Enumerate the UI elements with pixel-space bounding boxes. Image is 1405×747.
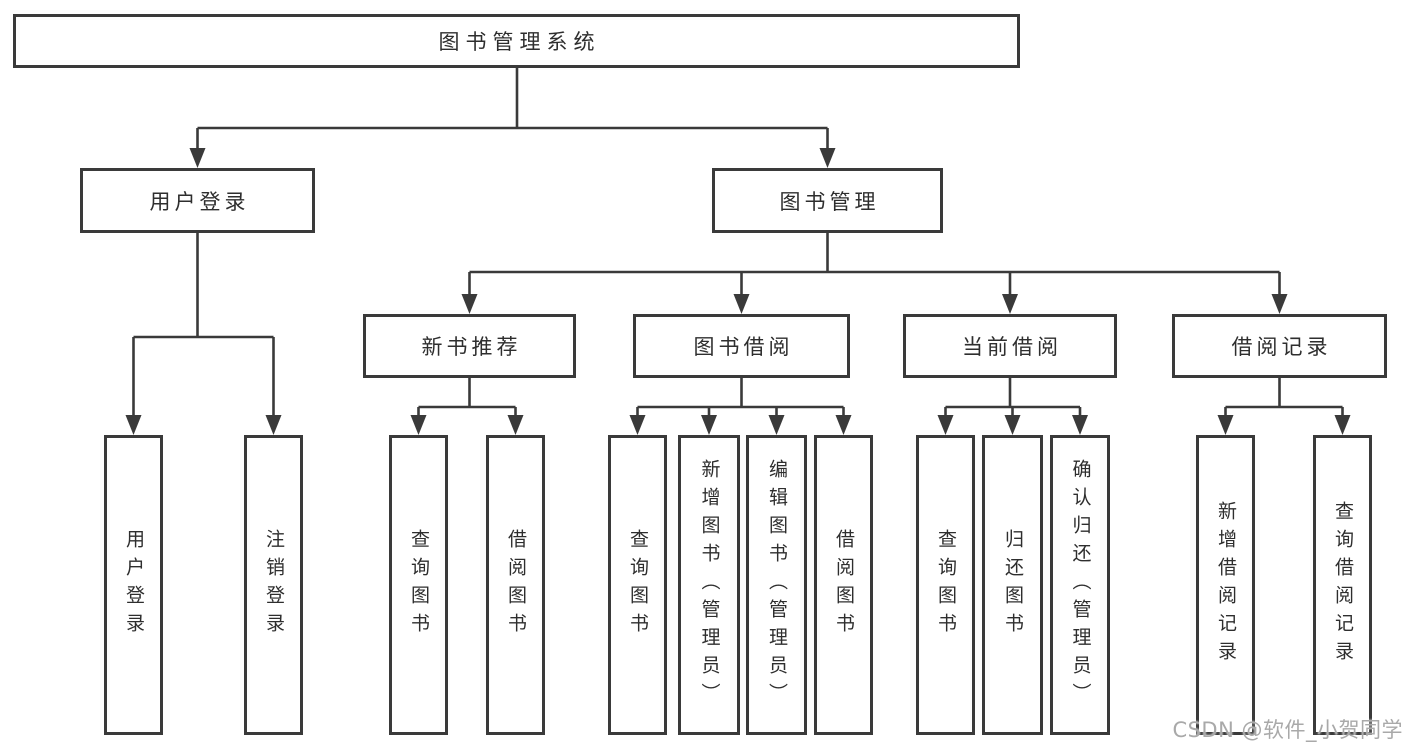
node-book-management: 图书管理 — [712, 168, 943, 233]
leaf-confirm-return-admin: 确认归还（管理员） — [1050, 435, 1110, 735]
leaf-logout-label: 注销登录 — [263, 529, 285, 641]
connector-book-management-to-level3 — [461, 233, 1288, 314]
leaf-query-books-borrowing-label: 查询图书 — [627, 529, 649, 641]
node-book-borrowing-label: 图书借阅 — [693, 335, 794, 359]
leaf-user-login-label: 用户登录 — [123, 529, 145, 641]
connector-borrowing-records-to-leaves — [1217, 378, 1351, 435]
leaf-user-login: 用户登录 — [104, 435, 163, 735]
leaf-confirm-return-admin-label: 确认归还（管理员） — [1069, 459, 1092, 711]
watermark: CSDN @软件_小贺同学 — [1172, 718, 1403, 742]
leaf-return-books: 归还图书 — [982, 435, 1043, 735]
leaf-borrow-books: 借阅图书 — [814, 435, 873, 735]
node-current-borrowing-label: 当前借阅 — [962, 335, 1062, 359]
leaf-borrow-books-recommend: 借阅图书 — [486, 435, 545, 735]
leaf-add-borrow-record: 新增借阅记录 — [1196, 435, 1255, 735]
leaf-query-books-current: 查询图书 — [916, 435, 975, 735]
leaf-add-book-admin-label: 新增图书（管理员） — [698, 459, 721, 711]
node-new-book-recommend-label: 新书推荐 — [421, 335, 522, 359]
leaf-query-borrow-record-label: 查询借阅记录 — [1332, 501, 1354, 669]
node-user-login-label: 用户登录 — [149, 189, 250, 214]
leaf-query-books-borrowing: 查询图书 — [608, 435, 667, 735]
leaf-query-books-recommend-label: 查询图书 — [408, 529, 430, 641]
connector-new-book-recommend-to-leaves — [410, 378, 524, 435]
node-book-borrowing: 图书借阅 — [633, 314, 850, 378]
leaf-add-book-admin: 新增图书（管理员） — [678, 435, 740, 735]
node-borrowing-records-label: 借阅记录 — [1231, 335, 1332, 359]
leaf-edit-book-admin-label: 编辑图书（管理员） — [766, 459, 788, 711]
leaf-borrow-books-label: 借阅图书 — [833, 529, 855, 641]
node-user-login: 用户登录 — [80, 168, 315, 233]
connector-book-borrowing-to-leaves — [629, 378, 852, 435]
leaf-query-borrow-record: 查询借阅记录 — [1313, 435, 1372, 735]
node-library-system: 图书管理系统 — [13, 14, 1020, 68]
leaf-query-books-current-label: 查询图书 — [935, 529, 957, 641]
connector-user-login-to-leaves — [125, 233, 282, 435]
node-book-management-label: 图书管理 — [779, 189, 880, 214]
leaf-logout: 注销登录 — [244, 435, 303, 735]
connector-root-to-level2 — [189, 68, 836, 168]
connector-current-borrowing-to-leaves — [937, 378, 1088, 435]
leaf-return-books-label: 归还图书 — [1002, 529, 1024, 641]
node-borrowing-records: 借阅记录 — [1172, 314, 1387, 378]
leaf-borrow-books-recommend-label: 借阅图书 — [505, 529, 527, 641]
node-new-book-recommend: 新书推荐 — [363, 314, 576, 378]
leaf-add-borrow-record-label: 新增借阅记录 — [1215, 501, 1237, 669]
leaf-query-books-recommend: 查询图书 — [389, 435, 448, 735]
leaf-edit-book-admin: 编辑图书（管理员） — [746, 435, 807, 735]
node-current-borrowing: 当前借阅 — [903, 314, 1117, 378]
node-library-system-label: 图书管理系统 — [438, 30, 601, 54]
